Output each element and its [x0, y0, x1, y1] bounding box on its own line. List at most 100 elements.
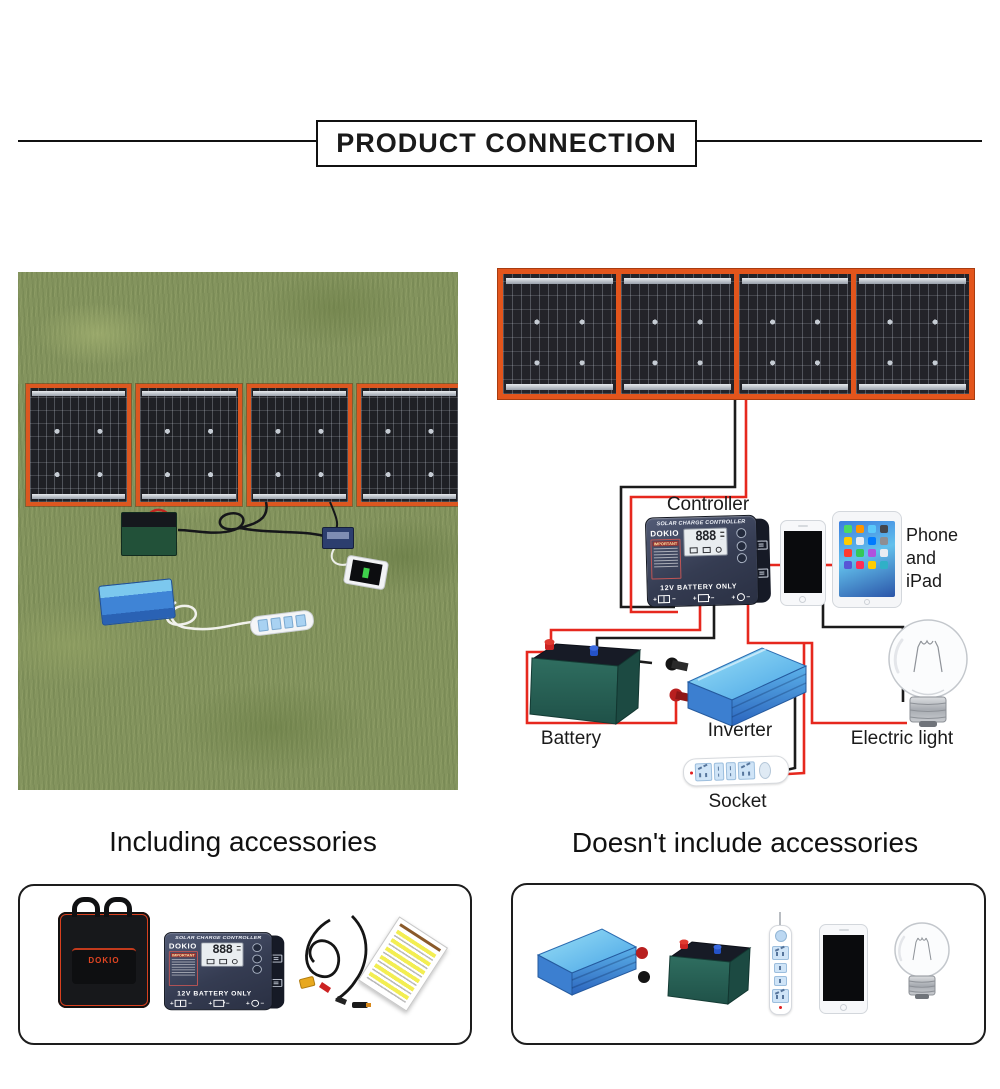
brand-logo: DOKIO — [650, 528, 680, 539]
inverter-device — [665, 647, 808, 727]
display-units — [720, 531, 725, 540]
boxed-inverter — [536, 928, 650, 996]
outlet-module — [774, 975, 787, 986]
outlet-module — [772, 945, 789, 960]
warning-sticker: IMPORTANT — [650, 538, 682, 580]
controller-label: Controller — [666, 494, 750, 515]
photo-battery — [121, 512, 177, 556]
lcd-display: 888 — [200, 942, 244, 967]
socket-power-button — [758, 761, 772, 779]
warning-sticker: IMPORTANT — [168, 951, 198, 986]
brand-logo: DOKIO — [168, 942, 197, 951]
boxed-light-bulb — [894, 922, 950, 999]
photo-inverter — [98, 578, 176, 626]
solar-cells — [140, 388, 238, 502]
strip-button — [774, 930, 787, 942]
panel-section — [620, 274, 734, 394]
ipad-screen — [839, 521, 895, 597]
controller-button — [736, 552, 748, 564]
not-including-heading: Doesn't include accessories — [571, 827, 919, 858]
photo-panel-section — [26, 384, 132, 506]
display-units — [236, 945, 241, 953]
display-icons — [689, 546, 722, 554]
phone-device — [780, 520, 826, 606]
including-heading: Including accessories — [109, 826, 377, 857]
black-alligator-clip — [335, 996, 347, 1005]
including-accessories-box: DOKIO SOLAR CHARGE CONTROLLER DOKIO IMPO… — [18, 884, 472, 1045]
page-title: PRODUCT CONNECTION — [336, 128, 677, 158]
controller-button — [252, 965, 262, 974]
bag-handle — [72, 897, 100, 917]
bag-pocket — [72, 948, 136, 984]
battery-icon — [702, 546, 711, 554]
inverter-knob-red — [636, 947, 648, 959]
photo-solar-panel-array — [26, 384, 458, 506]
panel-section — [738, 274, 852, 394]
battery-label: Battery — [540, 728, 602, 749]
indicator-dot — [689, 771, 694, 775]
xt60-connector — [299, 976, 316, 989]
bulb-icon — [715, 546, 722, 553]
photo-panel-section — [356, 384, 458, 506]
boxed-battery — [667, 939, 752, 1005]
socket-device — [682, 755, 790, 787]
light-bulb — [888, 619, 968, 727]
phone-earpiece — [798, 525, 808, 527]
phone-ipad-label: Phone and iPad — [906, 525, 959, 591]
inverter-knob-black — [638, 971, 650, 983]
controller-face: SOLAR CHARGE CONTROLLER DOKIO IMPORTANT … — [644, 514, 760, 608]
ipad-home-button — [864, 599, 870, 605]
panel-section — [856, 274, 969, 394]
controller-button — [252, 943, 262, 953]
outlet-module — [772, 988, 789, 1003]
photo-panel-section — [136, 384, 242, 506]
load-terminal: +− — [731, 593, 751, 602]
terminal-row: +− +− +− — [653, 593, 750, 604]
outlet-module — [725, 762, 737, 781]
inverter-label: Inverter — [707, 720, 773, 741]
solar-cells — [250, 388, 348, 502]
socket-label: Socket — [708, 791, 767, 812]
display-icons — [206, 958, 238, 965]
photo-panel-section — [246, 384, 352, 506]
solar-terminal: +− — [652, 595, 676, 604]
boxed-power-strip — [764, 912, 798, 1020]
solar-cells — [360, 388, 458, 502]
indicator-dot — [779, 1006, 782, 1009]
controller-face: SOLAR CHARGE CONTROLLER DOKIO IMPORTANT … — [164, 932, 273, 1011]
lcd-display: 888 — [683, 527, 728, 557]
terminal-row: +− +− +− — [169, 999, 264, 1007]
bulb-terminal-icon — [736, 593, 745, 602]
outlet-module — [694, 762, 713, 782]
solar-cells — [30, 388, 128, 502]
connection-cables — [299, 915, 371, 1008]
controller-button — [736, 527, 747, 539]
bag-handle — [104, 897, 132, 917]
diagram-devices — [529, 619, 968, 727]
title-box: PRODUCT CONNECTION — [316, 120, 697, 167]
red-alligator-clip — [319, 982, 331, 993]
warning-title: IMPORTANT — [652, 540, 679, 547]
folded-solar-bag: DOKIO — [58, 897, 150, 1008]
controller-button — [736, 540, 747, 551]
bag-brand-logo: DOKIO — [88, 956, 120, 965]
panel-section — [503, 274, 616, 394]
controller-button — [252, 954, 262, 963]
dc-plug — [352, 1002, 368, 1008]
outlet-module — [713, 762, 725, 781]
battery-device — [529, 639, 642, 726]
electric-light-label: Electric light — [850, 728, 954, 749]
outdoor-photo — [18, 272, 458, 790]
not-included-box — [511, 883, 986, 1045]
solar-terminal-icon — [658, 595, 671, 604]
battery-terminal: +− — [692, 593, 715, 603]
strip-cord — [779, 912, 781, 926]
mode-text: 12V BATTERY ONLY — [660, 583, 738, 593]
charge-controller-device: SOLAR CHARGE CONTROLLER DOKIO IMPORTANT … — [644, 514, 772, 608]
solar-panel-array — [497, 268, 975, 400]
phone-home-button — [799, 596, 806, 603]
battery-terminal-icon — [697, 593, 710, 603]
panel-icon — [689, 546, 698, 554]
outlet-module — [774, 962, 787, 973]
